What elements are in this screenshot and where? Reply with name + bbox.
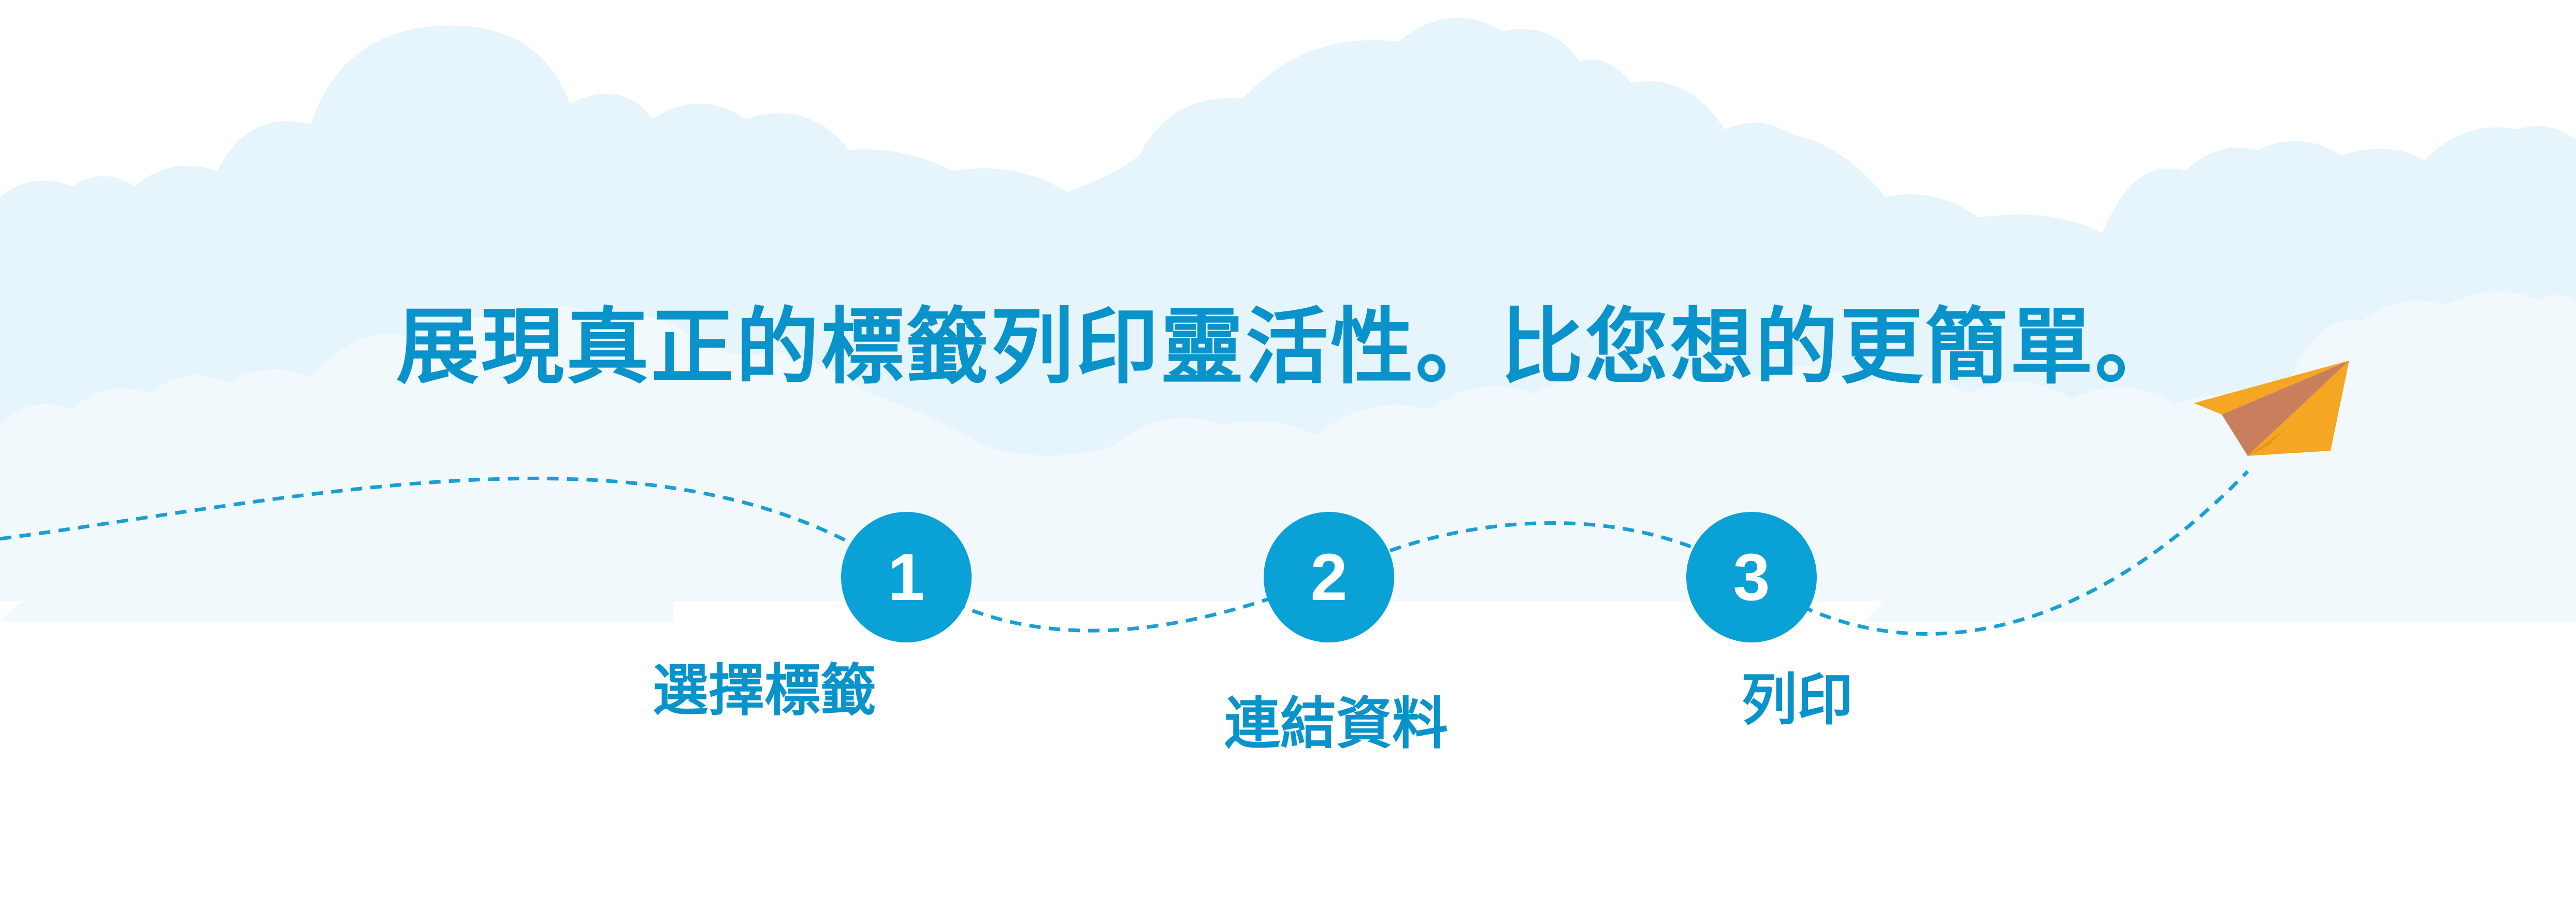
step-2-circle: 2 — [1264, 512, 1394, 642]
step-2-label: 連結資料 — [1224, 692, 1448, 756]
step-1-circle: 1 — [841, 512, 972, 642]
headline: 展現真正的標籤列印靈活性。比您想的更簡單。 — [396, 298, 2180, 395]
route-dashed-line — [0, 470, 2249, 636]
paper-plane-icon — [2194, 361, 2349, 456]
step-3-circle: 3 — [1686, 512, 1817, 642]
clouds-front — [0, 291, 2576, 622]
step-1-number: 1 — [888, 540, 925, 614]
step-2-number: 2 — [1310, 540, 1348, 614]
step-3-label: 列印 — [1741, 668, 1853, 733]
step-3-number: 3 — [1733, 540, 1770, 614]
step-1-label: 選擇標籤 — [652, 658, 876, 723]
